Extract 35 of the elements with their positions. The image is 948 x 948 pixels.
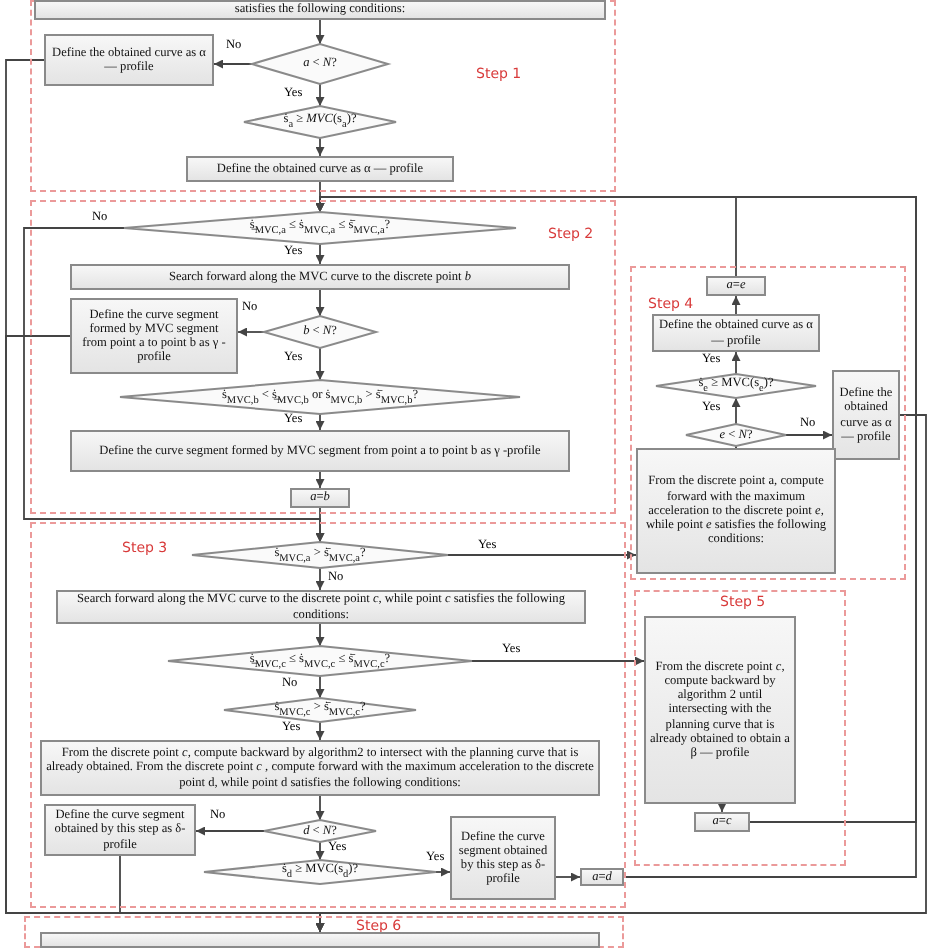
step-panel bbox=[634, 590, 846, 866]
arrow bbox=[213, 59, 253, 69]
arrow bbox=[315, 347, 325, 381]
arrow bbox=[447, 550, 637, 560]
arrow bbox=[237, 327, 265, 337]
arrow bbox=[555, 872, 581, 882]
step-panel bbox=[30, 522, 626, 908]
step-panel bbox=[24, 916, 624, 948]
arrow bbox=[315, 83, 325, 107]
arrow bbox=[315, 414, 927, 933]
arrow bbox=[315, 413, 325, 431]
arrow bbox=[315, 19, 325, 45]
arrow bbox=[435, 867, 451, 877]
arrow bbox=[315, 567, 325, 591]
arrow bbox=[731, 397, 741, 425]
arrow bbox=[195, 826, 265, 836]
step-panel bbox=[30, 200, 616, 514]
arrow bbox=[717, 803, 727, 813]
process-box bbox=[40, 932, 600, 948]
arrow bbox=[315, 137, 325, 157]
step-panel bbox=[630, 266, 906, 580]
arrow bbox=[315, 507, 325, 543]
arrow bbox=[731, 351, 741, 375]
arrow bbox=[315, 623, 325, 647]
arrow bbox=[315, 243, 325, 265]
arrow bbox=[471, 656, 645, 666]
arrow bbox=[315, 795, 325, 821]
arrow bbox=[315, 841, 325, 861]
arrow bbox=[315, 471, 325, 489]
arrow bbox=[315, 721, 325, 741]
step-panel bbox=[30, 0, 616, 192]
arrow bbox=[785, 430, 833, 440]
arrow bbox=[731, 295, 741, 315]
arrow bbox=[315, 675, 325, 699]
arrow bbox=[315, 289, 325, 317]
